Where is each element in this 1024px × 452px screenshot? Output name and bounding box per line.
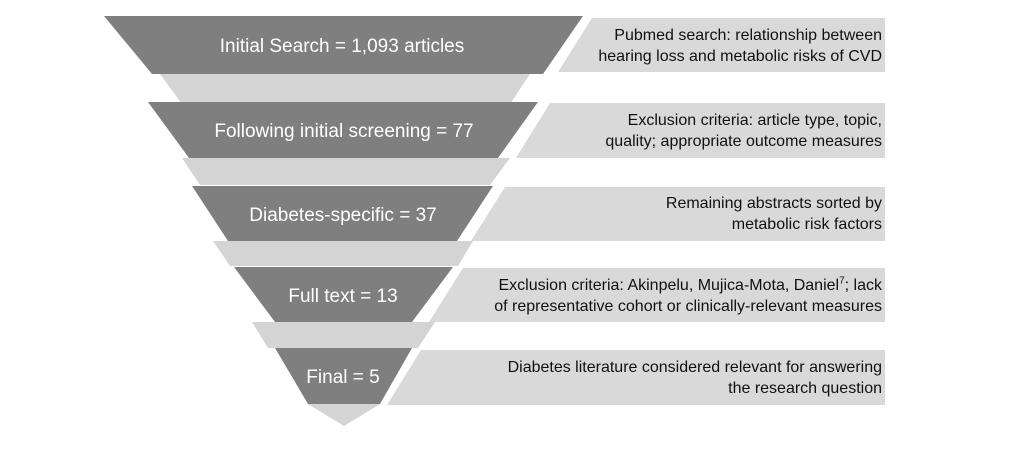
note-3-line-2: metabolic risk factors <box>731 216 882 233</box>
funnel-tip <box>308 404 380 426</box>
note-4-line-1: Exclusion criteria: Akinpelu, Mujica-Mot… <box>494 275 883 296</box>
note-4-line-1-main: Exclusion criteria: Akinpelu, Mujica-Mot… <box>498 277 840 294</box>
funnel-connector-2 <box>182 158 510 185</box>
note-5-line-1: Diabetes literature considered relevant … <box>507 359 882 376</box>
note-4-text: Exclusion criteria: Akinpelu, Mujica-Mot… <box>494 275 882 317</box>
note-4-line-1-tail: ; lack <box>844 277 882 294</box>
stage-2-label: Following initial screening = 77 <box>214 121 473 142</box>
stage-5-label: Final = 5 <box>306 367 379 388</box>
note-2-line-1: Exclusion criteria: article type, topic, <box>627 112 882 129</box>
funnel-connector-1 <box>160 74 530 104</box>
note-panel-1 <box>558 18 885 72</box>
stage-3-label: Diabetes-specific = 37 <box>249 205 436 226</box>
stage-3 <box>192 186 493 241</box>
note-3-line-1: Remaining abstracts sorted by <box>665 195 882 212</box>
stage-4 <box>234 267 453 322</box>
funnel-connector-4 <box>252 322 435 348</box>
stage-5 <box>275 348 412 404</box>
note-panel-5 <box>387 350 885 405</box>
stage-1 <box>104 16 583 74</box>
note-5-text: Diabetes literature considered relevant … <box>508 357 882 399</box>
note-1-text: Pubmed search: relationship between hear… <box>598 25 882 67</box>
stage-4-label: Full text = 13 <box>288 286 397 307</box>
note-5-line-2: the research question <box>728 380 882 397</box>
note-3-text: Remaining abstracts sorted by metabolic … <box>666 193 882 235</box>
note-panel-2 <box>516 103 885 158</box>
funnel-connector-3 <box>213 241 473 266</box>
note-2-text: Exclusion criteria: article type, topic,… <box>605 110 882 152</box>
note-panel-4 <box>429 268 885 322</box>
note-1-line-2: hearing loss and metabolic risks of CVD <box>598 48 882 65</box>
note-1-line-1: Pubmed search: relationship between <box>614 27 882 44</box>
stage-2 <box>148 102 538 158</box>
note-4-line-2: of representative cohort or clinically-r… <box>494 298 882 315</box>
note-2-line-2: quality; appropriate outcome measures <box>605 133 882 150</box>
note-panel-3 <box>471 187 885 241</box>
note-4-citation: 7 <box>839 275 845 287</box>
stage-1-label: Initial Search = 1,093 articles <box>220 36 465 57</box>
